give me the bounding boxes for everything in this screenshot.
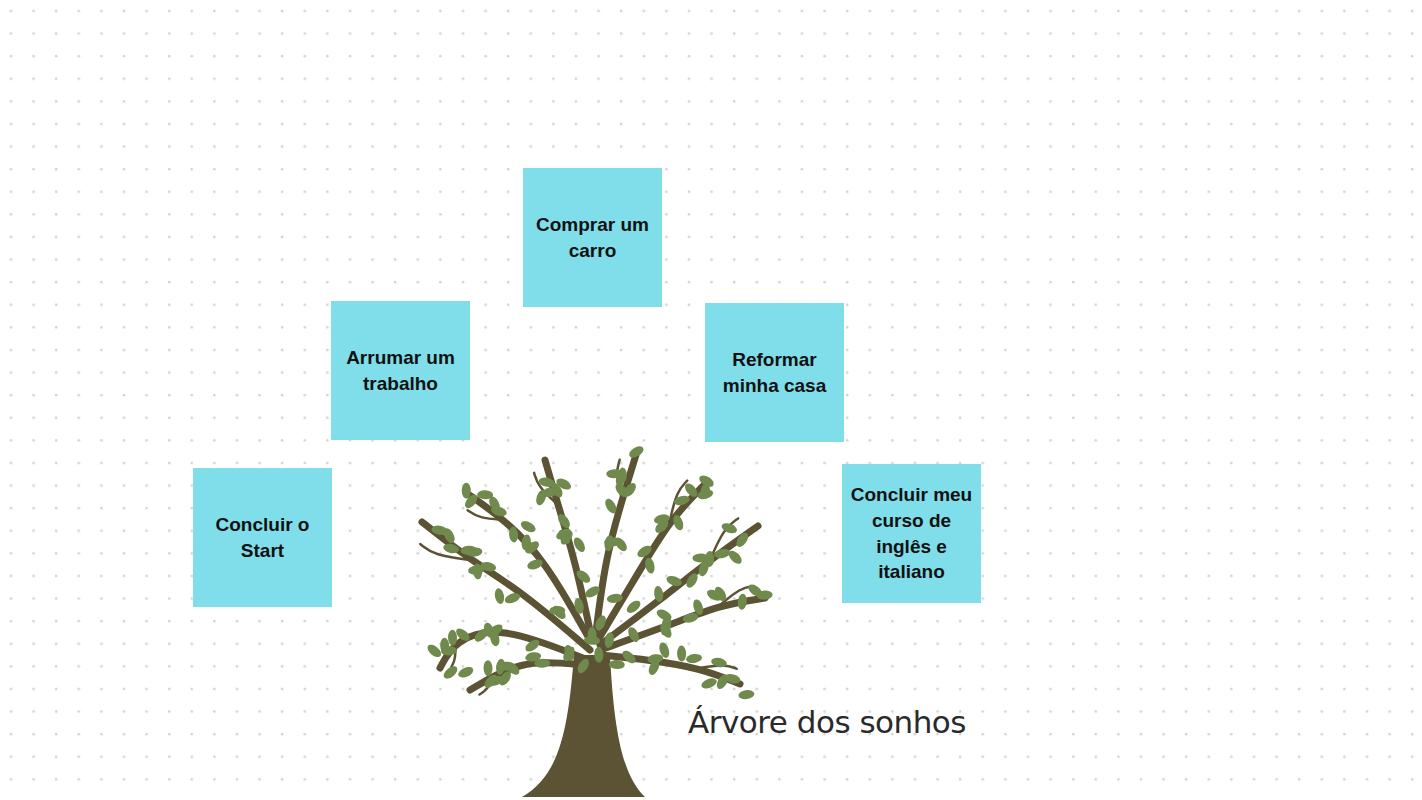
tree-leaf xyxy=(606,593,623,604)
tree-leaf xyxy=(700,676,718,690)
tree-leaf xyxy=(683,481,700,499)
tree-leaf xyxy=(726,548,744,566)
tree-leaf xyxy=(724,672,742,685)
tree-leaf xyxy=(487,674,505,688)
tree-leaf xyxy=(635,543,653,559)
tree-leaf xyxy=(653,513,671,526)
tree-leaf xyxy=(573,597,585,614)
tree-leaf xyxy=(574,568,592,585)
tree-leaf xyxy=(523,539,541,556)
tree-leaf xyxy=(541,486,558,498)
tree-leaf xyxy=(523,637,541,654)
tree-leaf xyxy=(627,444,645,460)
tree-leaf xyxy=(713,585,729,603)
sticky-note: Arrumar um trabalho xyxy=(331,301,470,440)
tree-leaf xyxy=(457,665,475,680)
tree-leaf xyxy=(620,648,638,665)
tree-leaf xyxy=(462,483,471,499)
tree-leaf xyxy=(665,574,683,588)
tree-leaf xyxy=(495,658,506,675)
tree-leaf xyxy=(441,664,459,681)
sticky-note-text: Arrumar um trabalho xyxy=(339,345,462,396)
tree-leaf xyxy=(734,531,750,549)
tree-leaf xyxy=(494,587,506,604)
tree-leaf xyxy=(699,482,711,499)
tree-branch xyxy=(600,526,758,645)
sticky-note-text: Reformar minha casa xyxy=(713,347,836,398)
tree-leaf xyxy=(489,630,501,647)
tree-leaf xyxy=(550,604,568,622)
tree-leaf xyxy=(587,627,597,643)
sticky-note-text: Comprar um carro xyxy=(531,212,654,263)
tree-leaf xyxy=(653,585,664,602)
tree-leaf xyxy=(713,548,731,560)
tree-leaf xyxy=(538,476,556,488)
tree-leaf xyxy=(756,590,773,600)
tree-leaf xyxy=(472,563,482,580)
tree-leaf xyxy=(593,614,608,632)
sticky-note: Reformar minha casa xyxy=(705,303,844,442)
tree-branch xyxy=(598,484,705,640)
tree-leaf xyxy=(660,615,672,633)
tree-leaf xyxy=(682,611,700,624)
tree-leaf xyxy=(615,470,627,487)
tree-leaf xyxy=(625,598,643,615)
tree-leaf xyxy=(556,512,573,530)
tree-leaf xyxy=(487,495,502,513)
tree-leaf xyxy=(738,689,755,700)
tree-leaf xyxy=(504,660,522,677)
sticky-note: Concluir o Start xyxy=(193,468,332,607)
tree-leaf xyxy=(677,646,686,662)
sticky-note: Comprar um carro xyxy=(523,168,662,307)
tree-leaf xyxy=(647,658,662,676)
tree-leaf xyxy=(658,641,672,659)
tree-leaf xyxy=(575,657,591,675)
tree-leaf xyxy=(563,644,577,662)
tree-leaf xyxy=(603,497,619,515)
tree-leaf xyxy=(594,647,604,663)
tree-leaf xyxy=(460,545,477,555)
tree-leaf xyxy=(442,543,459,555)
tree-leaf xyxy=(626,625,641,643)
tree-leaf xyxy=(671,514,685,532)
tree-leaf xyxy=(583,584,601,600)
tree-leaf xyxy=(612,535,629,553)
tree-leaf xyxy=(673,494,691,507)
tree-leaf xyxy=(555,476,573,492)
tree-leaf xyxy=(685,653,702,664)
tree-leaf xyxy=(526,558,544,572)
tree-leaf xyxy=(705,551,714,567)
tree-leaf xyxy=(572,536,588,554)
tree-leaf xyxy=(555,527,573,542)
sticky-note: Concluir meu curso de inglês e italiano xyxy=(842,464,981,603)
tree-branch xyxy=(468,494,590,640)
tree-leaf xyxy=(644,557,656,575)
tree-leaf xyxy=(720,521,738,535)
tree-leaf xyxy=(621,481,638,499)
tree-leaf xyxy=(603,632,615,649)
tree-leaf xyxy=(503,591,521,605)
tree-leaf xyxy=(483,660,493,676)
tree-trunk xyxy=(522,655,645,797)
tree-branch xyxy=(545,460,592,640)
sticky-note-text: Concluir o Start xyxy=(201,512,324,563)
tree-leaf xyxy=(710,656,728,668)
tree-leaf xyxy=(440,637,450,653)
sticky-note-text: Concluir meu curso de inglês e italiano xyxy=(850,482,973,585)
tree-leaf xyxy=(454,626,472,643)
tree-leaf xyxy=(472,627,490,644)
tree-leaf xyxy=(737,593,748,610)
tree-leaf xyxy=(509,526,519,543)
diagram-title: Árvore dos sonhos xyxy=(688,704,966,740)
tree-leaf xyxy=(609,660,625,670)
tree-leaf xyxy=(448,630,458,646)
tree-leaf xyxy=(519,519,537,535)
tree-leaf xyxy=(684,571,700,589)
tree-leaf xyxy=(525,651,542,663)
tree-leaf xyxy=(442,527,457,545)
